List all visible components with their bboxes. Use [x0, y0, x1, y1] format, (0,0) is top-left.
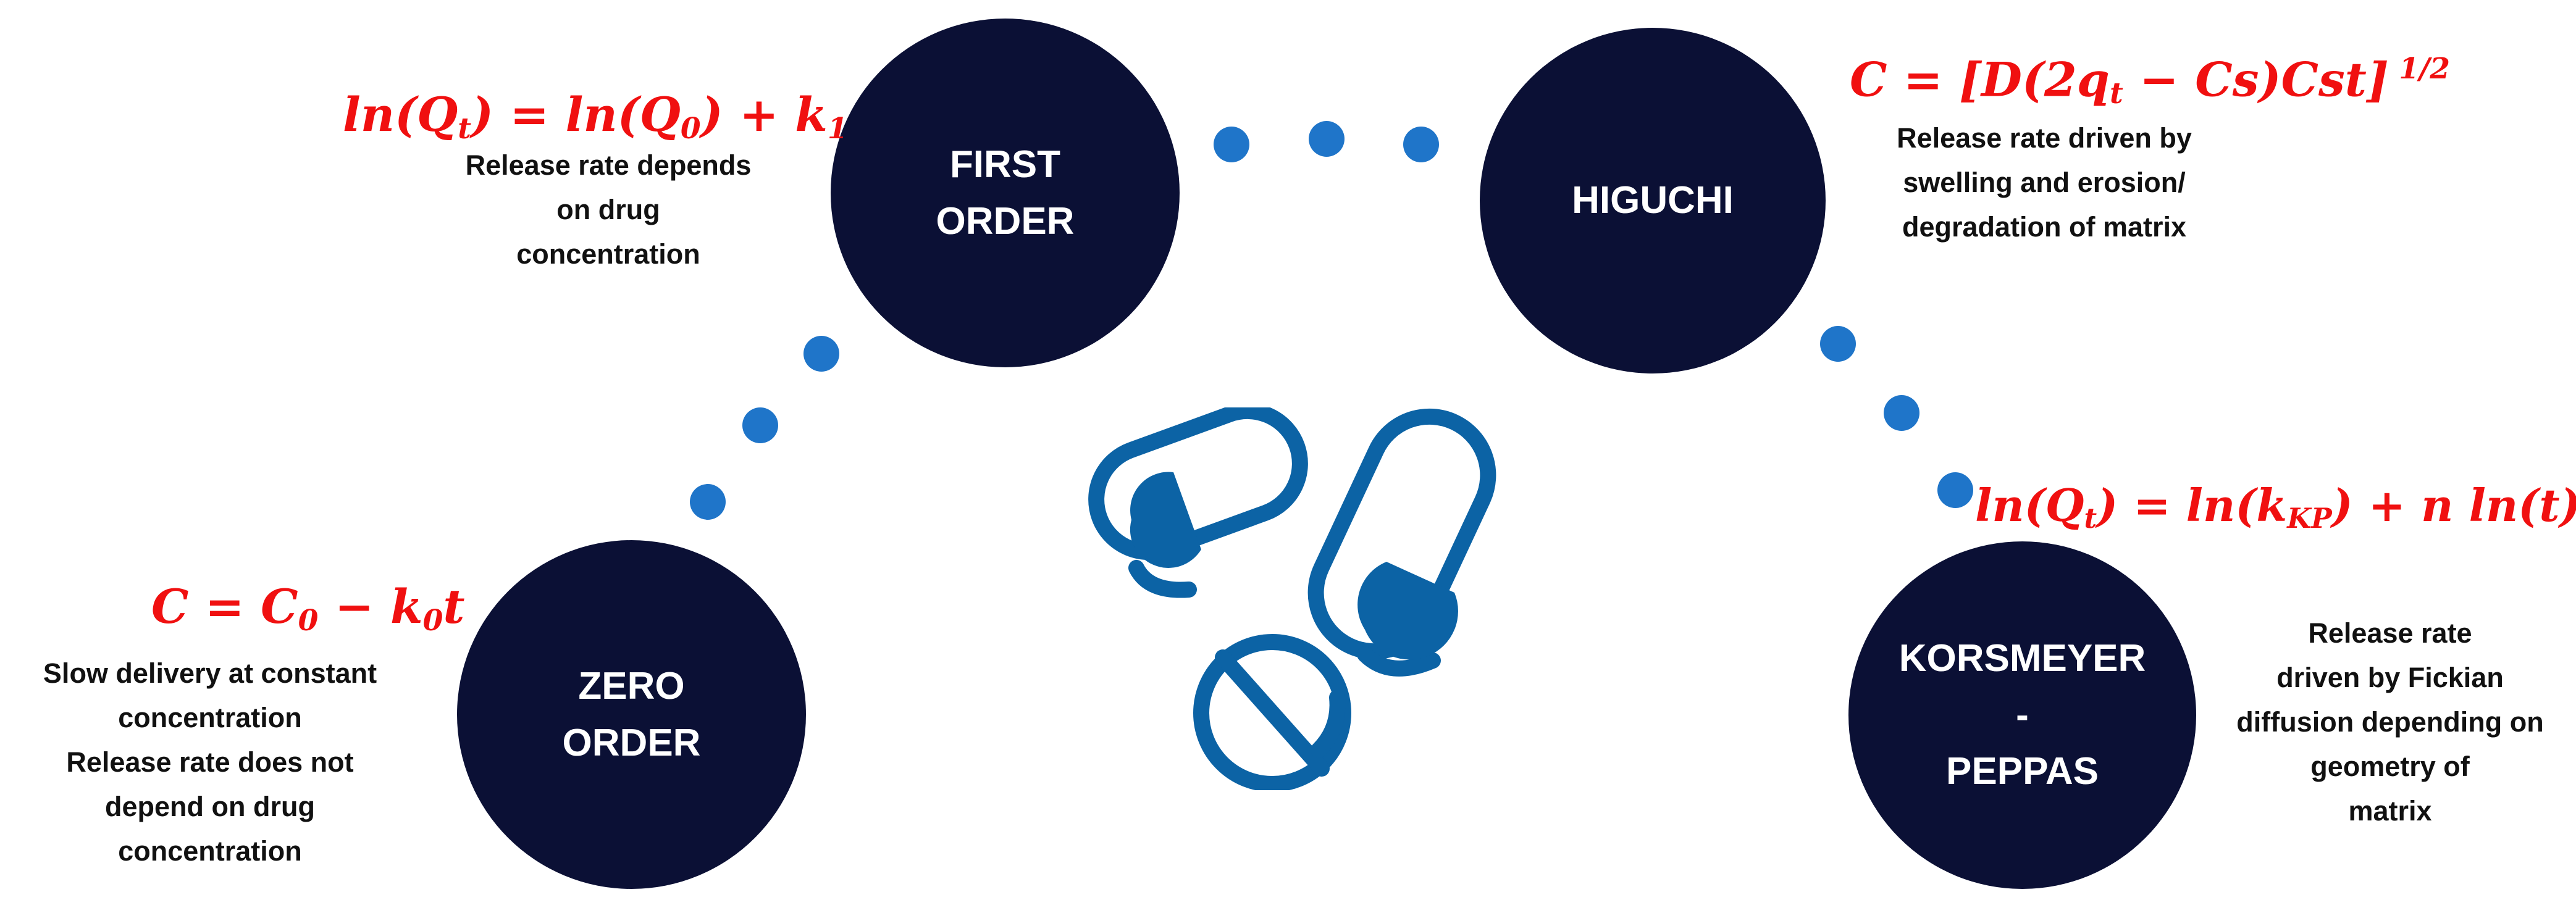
- connector-dot: [1937, 472, 1973, 508]
- zero-order-description: Slow delivery at constant concentration …: [43, 657, 377, 867]
- zero-order-label: ZERO ORDER: [562, 664, 701, 764]
- connector-dot: [1884, 395, 1919, 431]
- first-order-label: FIRST ORDER: [936, 143, 1075, 243]
- higuchi-node: HIGUCHI: [1480, 28, 1826, 373]
- korsmeyer-peppas-label: KORSMEYER - PEPPAS: [1898, 636, 2146, 793]
- higuchi-equation: C = [D(2qt − Cs)Cst] 1/2: [1850, 52, 2451, 111]
- pills-icon: [1088, 407, 1496, 790]
- connector-dot: [1309, 121, 1345, 157]
- connector-dot: [1214, 127, 1249, 162]
- higuchi-description: Release rate driven by swelling and eros…: [1897, 122, 2192, 243]
- korsmeyer-peppas-description: Release rate driven by Fickian diffusion…: [2236, 617, 2544, 827]
- korsmeyer-peppas-equation: ln(Qt) = ln(kKP) + n ln(t): [1975, 479, 2576, 535]
- zero-order-node: ZERO ORDER: [457, 540, 806, 889]
- first-order-node: FIRST ORDER: [831, 19, 1180, 367]
- first-order-description: Release rate depends on drug concentrati…: [465, 149, 752, 270]
- connector-dot: [690, 484, 726, 520]
- connector-dot: [742, 407, 778, 443]
- higuchi-label: HIGUCHI: [1572, 179, 1734, 222]
- connector-dot: [1820, 326, 1856, 362]
- korsmeyer-peppas-node: KORSMEYER - PEPPAS: [1848, 541, 2196, 889]
- zero-order-equation: C = C0 − k0t: [151, 579, 465, 638]
- connector-dot: [1403, 127, 1439, 162]
- first-order-equation: ln(Qt) = ln(Q0) + k1: [343, 87, 848, 146]
- connector-dot: [803, 336, 839, 372]
